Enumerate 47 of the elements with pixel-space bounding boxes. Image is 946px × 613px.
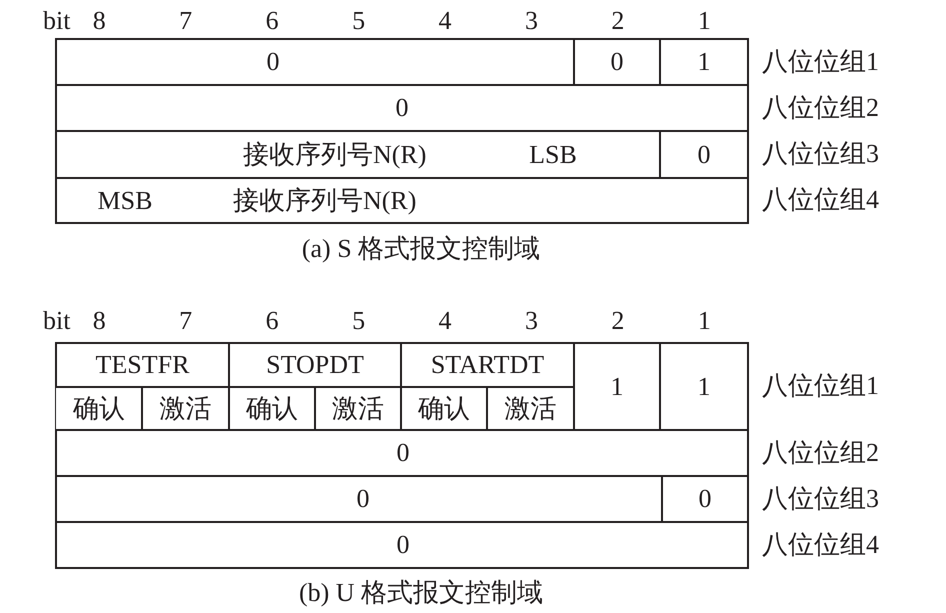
octet-label: 八位位组3 bbox=[762, 141, 879, 167]
octet-label: 八位位组1 bbox=[762, 49, 879, 75]
field-cell: 确认 bbox=[400, 386, 488, 431]
figure-caption: (a) S 格式报文控制域 bbox=[302, 236, 540, 262]
field-cell: 激活 bbox=[314, 386, 402, 431]
bit-number: 4 bbox=[438, 8, 452, 34]
field-cell: TESTFR bbox=[55, 342, 230, 388]
bit-number: 2 bbox=[611, 308, 624, 334]
field-cell: 0 bbox=[55, 38, 575, 86]
octet-label: 八位位组4 bbox=[762, 187, 879, 213]
octet-label: 八位位组4 bbox=[762, 532, 879, 558]
bit-number: 7 bbox=[179, 8, 192, 34]
field-cell: 1 bbox=[659, 38, 749, 86]
bit-number: 5 bbox=[352, 8, 366, 34]
bit-number: 2 bbox=[611, 8, 624, 34]
field-cell: 1 bbox=[573, 342, 661, 431]
field-cell: 0 bbox=[55, 429, 749, 477]
field-cell: STOPDT bbox=[228, 342, 402, 388]
octet-label: 八位位组2 bbox=[762, 95, 879, 121]
bit-number: 5 bbox=[352, 308, 366, 334]
bit-number: 8 bbox=[92, 8, 106, 34]
field-cell: 确认 bbox=[228, 386, 316, 431]
field-cell: 激活 bbox=[141, 386, 230, 431]
bit-label: bit bbox=[43, 308, 70, 334]
bit-order-label: LSB bbox=[529, 142, 577, 168]
bit-number: 6 bbox=[266, 8, 279, 34]
octet-label: 八位位组2 bbox=[762, 440, 879, 466]
bit-label: bit bbox=[43, 8, 70, 34]
figure-caption: (b) U 格式报文控制域 bbox=[298, 580, 544, 606]
field-cell: 0 bbox=[55, 84, 749, 132]
bit-order-label: MSB bbox=[98, 188, 152, 214]
bit-number: 1 bbox=[698, 8, 711, 34]
bit-number: 8 bbox=[92, 308, 106, 334]
octet-label: 八位位组1 bbox=[762, 373, 879, 399]
bit-number: 3 bbox=[524, 8, 538, 34]
bit-number: 6 bbox=[266, 308, 279, 334]
field-name: 接收序列号N(R) bbox=[243, 142, 426, 168]
field-cell: 0 bbox=[55, 521, 749, 569]
field-cell: 确认 bbox=[55, 386, 143, 431]
bit-number: 3 bbox=[524, 308, 538, 334]
field-name: 接收序列号N(R) bbox=[233, 188, 416, 214]
bit-number: 7 bbox=[179, 308, 192, 334]
field-cell: STARTDT bbox=[400, 342, 575, 388]
field-cell: 1 bbox=[659, 342, 749, 431]
octet-label: 八位位组3 bbox=[762, 486, 879, 512]
bit-number: 1 bbox=[698, 308, 711, 334]
bit-number: 4 bbox=[438, 308, 452, 334]
